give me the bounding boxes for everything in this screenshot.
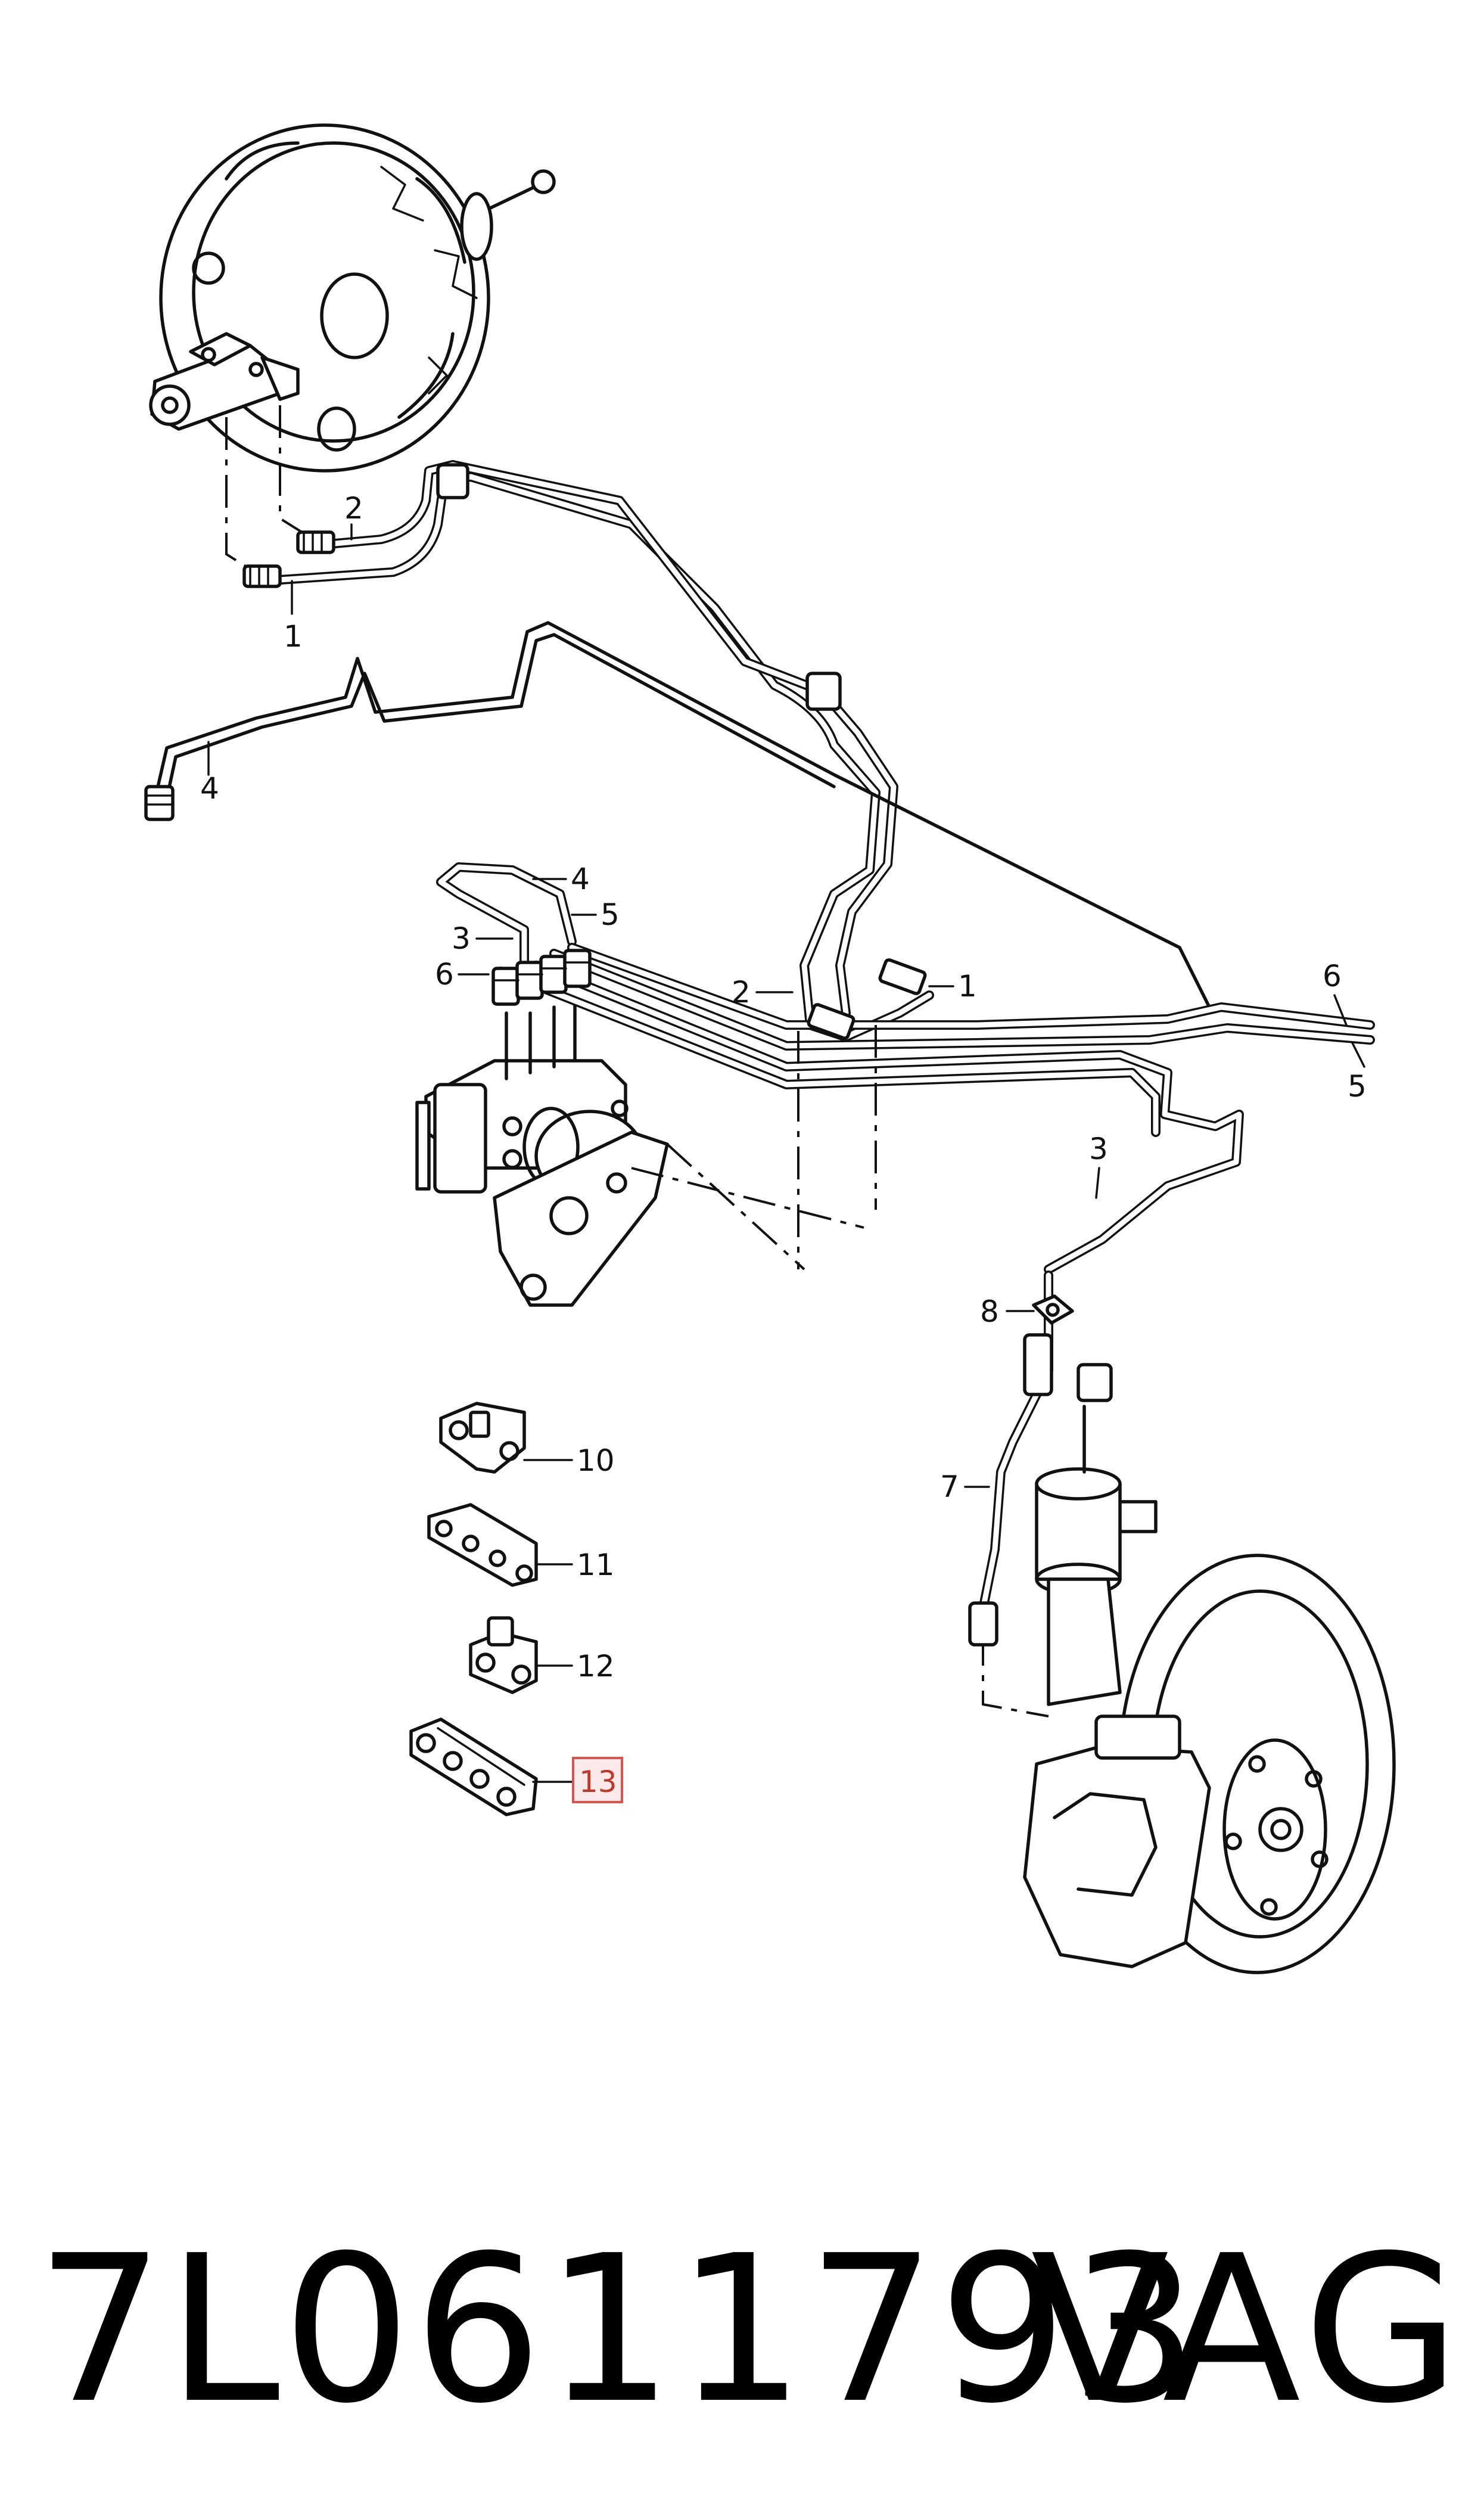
fitting-top-2 bbox=[296, 530, 335, 554]
callout-5-abs: 5 bbox=[601, 897, 620, 932]
callout-1-top: 1 bbox=[284, 619, 303, 654]
callout-1-mid: 1 bbox=[958, 969, 977, 1004]
callout-5-right: 5 bbox=[1348, 1069, 1367, 1104]
washer-8 bbox=[1032, 1294, 1074, 1325]
clip-10 bbox=[439, 1402, 526, 1474]
fitting-top-1 bbox=[242, 564, 282, 588]
master-cylinder bbox=[149, 332, 300, 431]
callout-11: 11 bbox=[577, 1548, 615, 1582]
callout-3-right: 3 bbox=[1089, 1132, 1108, 1166]
callout-7: 7 bbox=[940, 1470, 959, 1504]
clip-13 bbox=[409, 1717, 538, 1816]
abs-brake-lines bbox=[436, 862, 1375, 1274]
brake-line-diagram: 1 2 4 4 5 3 6 2 1 6 5 3 8 7 10 11 12 13 bbox=[144, 123, 1396, 1974]
callout-12: 12 bbox=[577, 1649, 615, 1684]
part-number: 7L0611793 bbox=[36, 2212, 1201, 2448]
callout-4-left: 4 bbox=[200, 771, 219, 806]
callout-13: 13 bbox=[579, 1765, 617, 1799]
fitting-mid-1 bbox=[878, 958, 927, 995]
abs-fittings bbox=[491, 949, 592, 1006]
front-wheel-brake bbox=[982, 1405, 1396, 1974]
callout-10: 10 bbox=[577, 1443, 615, 1478]
footer: 7L0611793 VAG bbox=[0, 2205, 1484, 2455]
callout-2-top: 2 bbox=[344, 491, 363, 526]
leader-lines bbox=[207, 523, 1365, 1783]
clip-11 bbox=[427, 1503, 538, 1587]
brand-name: VAG bbox=[1031, 2212, 1466, 2448]
brake-hose-7 bbox=[968, 1271, 1113, 1647]
clip-12 bbox=[469, 1616, 538, 1694]
callout-3-abs: 3 bbox=[452, 921, 471, 956]
brake-line-4-long bbox=[144, 621, 1372, 1027]
callout-13-highlight-box bbox=[572, 1757, 623, 1803]
callout-6-abs: 6 bbox=[435, 957, 454, 992]
callout-4-abs: 4 bbox=[571, 862, 590, 896]
brake-lines-top bbox=[257, 460, 934, 1042]
callout-8: 8 bbox=[980, 1294, 999, 1329]
callout-6-right: 6 bbox=[1323, 959, 1342, 993]
abs-hydraulic-unit bbox=[415, 999, 669, 1307]
brake-booster bbox=[159, 123, 556, 473]
callout-2-mid: 2 bbox=[732, 975, 751, 1010]
fitting-mid-2 bbox=[807, 1003, 855, 1040]
